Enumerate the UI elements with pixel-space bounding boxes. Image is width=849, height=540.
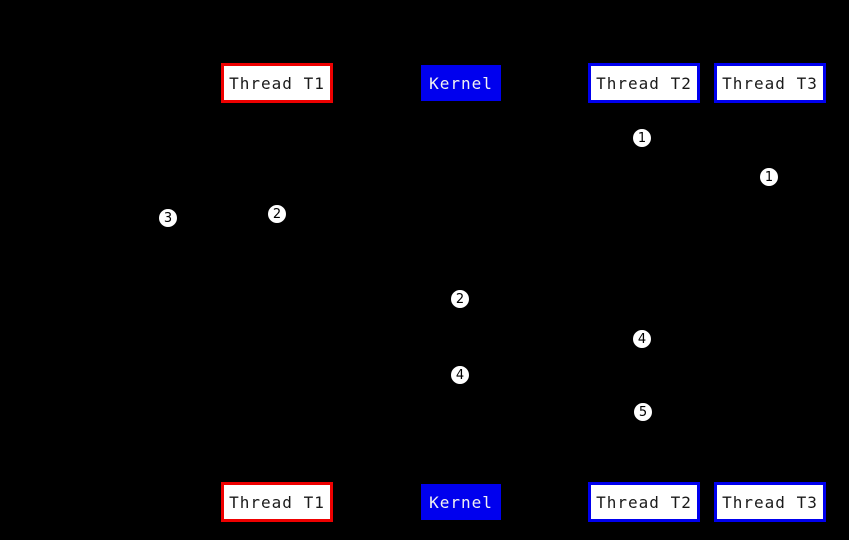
- step-marker: 1: [759, 167, 779, 187]
- thread-t2-label-bottom: Thread T2: [596, 492, 692, 512]
- kernel-box-bottom: Kernel: [421, 484, 501, 520]
- thread-t3-label-top: Thread T3: [722, 73, 818, 93]
- lifeline-thread-t2: [642, 103, 643, 482]
- step-marker: 4: [450, 365, 470, 385]
- thread-t2-box-top: Thread T2: [588, 63, 700, 103]
- step-marker: 1: [632, 128, 652, 148]
- thread-t2-label-top: Thread T2: [596, 73, 692, 93]
- lifeline-thread-t1: [277, 103, 278, 482]
- kernel-box-top: Kernel: [421, 65, 501, 101]
- kernel-label-top: Kernel: [429, 73, 493, 93]
- thread-t1-box-bottom: Thread T1: [221, 482, 333, 522]
- thread-t1-label-top: Thread T1: [229, 73, 325, 93]
- step-marker: 2: [450, 289, 470, 309]
- step-marker: 4: [632, 329, 652, 349]
- step-marker: 5: [633, 402, 653, 422]
- step-marker: 2: [267, 204, 287, 224]
- thread-t1-box-top: Thread T1: [221, 63, 333, 103]
- kernel-label-bottom: Kernel: [429, 492, 493, 512]
- thread-t3-box-bottom: Thread T3: [714, 482, 826, 522]
- thread-t1-label-bottom: Thread T1: [229, 492, 325, 512]
- step-marker: 3: [158, 208, 178, 228]
- thread-t3-box-top: Thread T3: [714, 63, 826, 103]
- thread-t2-box-bottom: Thread T2: [588, 482, 700, 522]
- thread-t3-label-bottom: Thread T3: [722, 492, 818, 512]
- lifeline-thread-t3: [770, 103, 771, 482]
